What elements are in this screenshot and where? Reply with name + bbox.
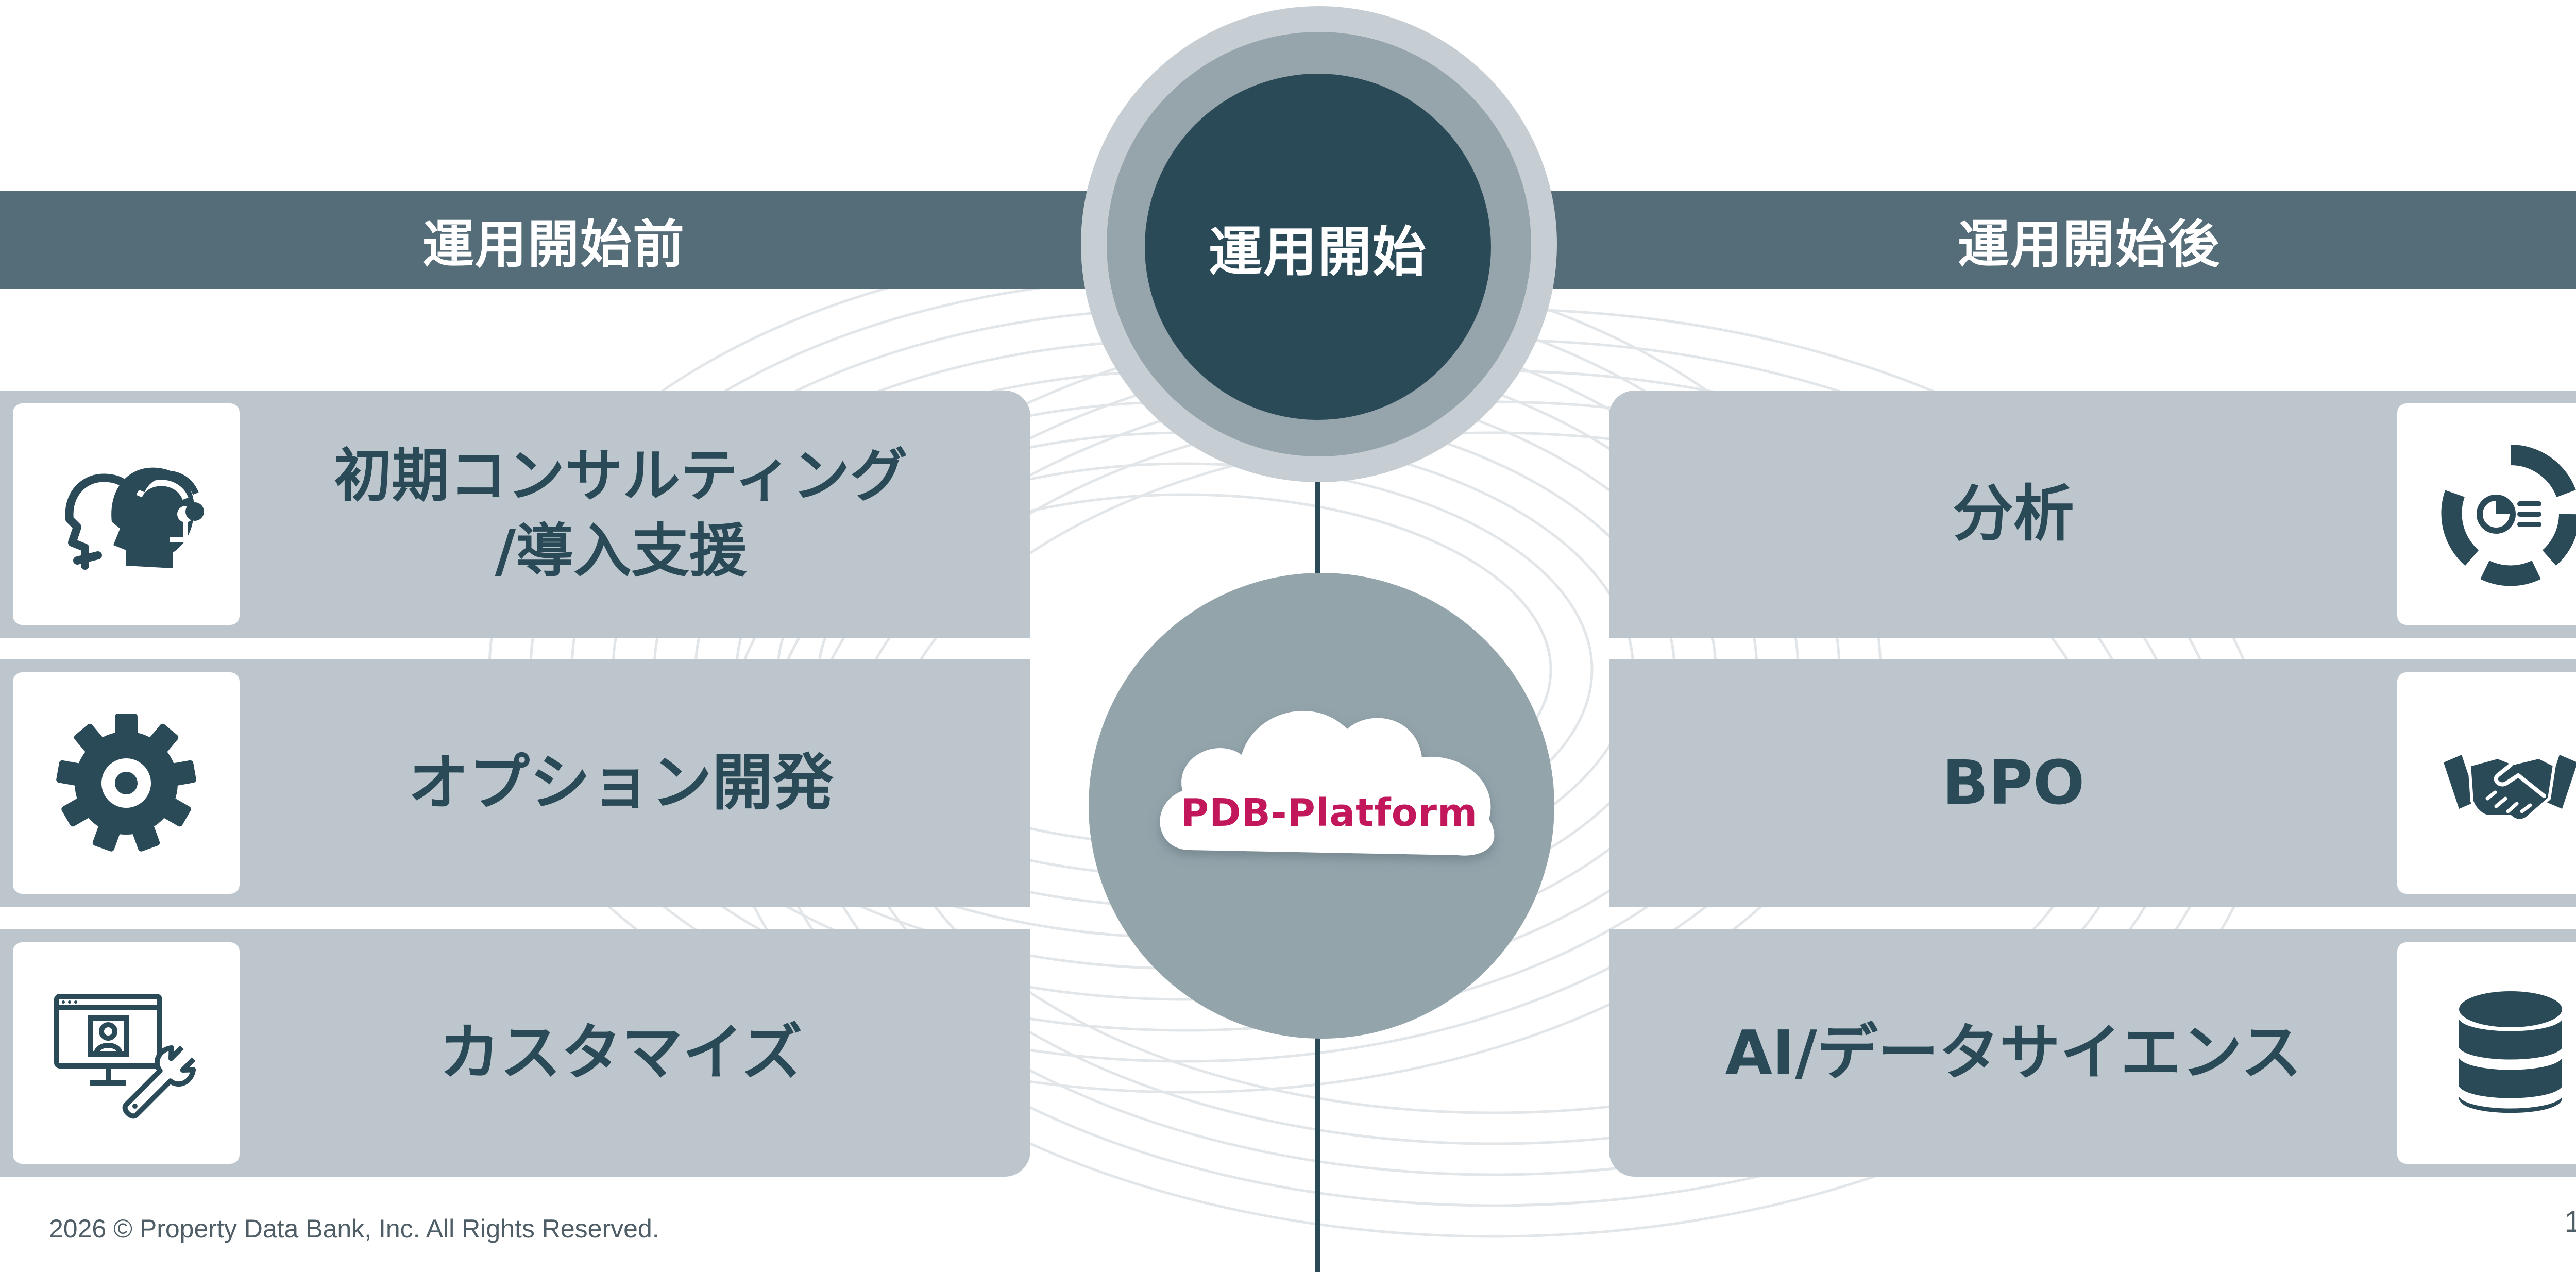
- analytics-chart-icon: [2441, 444, 2576, 586]
- service-card-analysis: 分析: [1609, 391, 2576, 638]
- service-label-analysis: 分析: [1645, 391, 2382, 638]
- service-label-consulting-line1: 初期コンサルティング: [334, 443, 908, 510]
- service-card-option-development: オプション開発: [0, 659, 1030, 907]
- service-label-consulting: 初期コンサルティング /導入支援: [242, 391, 999, 638]
- phase-banner-after-label: 運用開始後: [1958, 214, 2221, 275]
- service-label-ai-data-science-text: AI/データサイエンス: [1725, 1017, 2302, 1089]
- service-label-bpo: BPO: [1645, 659, 2382, 907]
- service-label-option-development-text: オプション開発: [408, 747, 834, 819]
- monitor-wrench-icon: [54, 994, 196, 1119]
- service-label-customize-text: カスタマイズ: [439, 1017, 803, 1089]
- service-label-customize: カスタマイズ: [242, 929, 999, 1177]
- analytics-chart-icon-box: [2397, 403, 2576, 625]
- service-card-bpo: BPO: [1609, 659, 2576, 907]
- support-headset-icon-box: [13, 403, 240, 625]
- service-card-ai-data-science: AI/データサイエンス: [1609, 929, 2576, 1177]
- page-number: 17: [2564, 1205, 2576, 1239]
- operation-start-circle: 運用開始: [1145, 74, 1491, 420]
- service-card-consulting: 初期コンサルティング /導入支援: [0, 391, 1030, 638]
- copyright-notice: 2026 © Property Data Bank, Inc. All Righ…: [49, 1214, 659, 1243]
- cloud-icon: [1160, 710, 1495, 856]
- handshake-icon: [2444, 755, 2576, 822]
- database-icon: [2459, 991, 2562, 1113]
- phase-banner-after-start: 運用開始後: [1540, 191, 2576, 289]
- service-label-bpo-text: BPO: [1942, 747, 2085, 819]
- phase-banner-before-label: 運用開始前: [422, 214, 685, 275]
- monitor-wrench-icon-box: [13, 942, 240, 1164]
- phase-banner-before-start: 運用開始前: [0, 191, 1139, 289]
- database-icon-box: [2397, 942, 2576, 1164]
- gear-icon-box: [13, 672, 240, 894]
- handshake-icon-box: [2397, 672, 2576, 894]
- service-label-option-development: オプション開発: [242, 659, 999, 907]
- platform-label: PDB-Platform: [1180, 791, 1478, 835]
- operation-start-label: 運用開始: [1208, 220, 1427, 283]
- support-headset-icon: [65, 467, 204, 570]
- service-label-consulting-line2: /導入支援: [495, 518, 747, 585]
- gear-icon: [56, 714, 196, 852]
- service-label-analysis-text: 分析: [1952, 478, 2074, 550]
- service-label-ai-data-science: AI/データサイエンス: [1645, 929, 2382, 1177]
- service-card-customize: カスタマイズ: [0, 929, 1030, 1177]
